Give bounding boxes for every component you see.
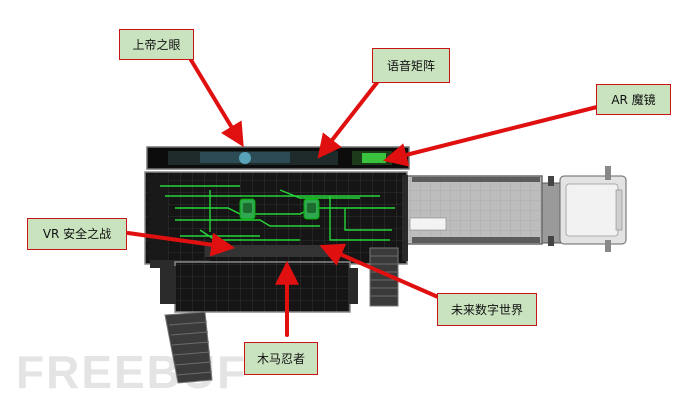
circuit-traces	[160, 185, 395, 241]
callout-arrows	[126, 58, 599, 337]
arrow-god-eye	[189, 58, 244, 148]
label-ar-mirror: AR 魔镜	[596, 84, 671, 115]
vr-seats	[239, 198, 320, 220]
trailer-bed	[399, 175, 543, 245]
arrow-ar-mirror	[383, 105, 599, 167]
label-trojan-ninja: 木马忍者	[244, 342, 318, 375]
arrow-vr-battle	[126, 231, 236, 257]
arrow-future-world	[319, 243, 440, 299]
label-voice-maze: 语音矩阵	[372, 48, 450, 83]
label-god-eye: 上帝之眼	[119, 29, 194, 60]
label-future-world: 未来数字世界	[437, 293, 537, 326]
label-vr-battle: VR 安全之战	[27, 218, 127, 250]
truck-cab	[539, 166, 627, 252]
sub-container	[160, 245, 358, 313]
arrow-voice-maze	[317, 78, 381, 159]
